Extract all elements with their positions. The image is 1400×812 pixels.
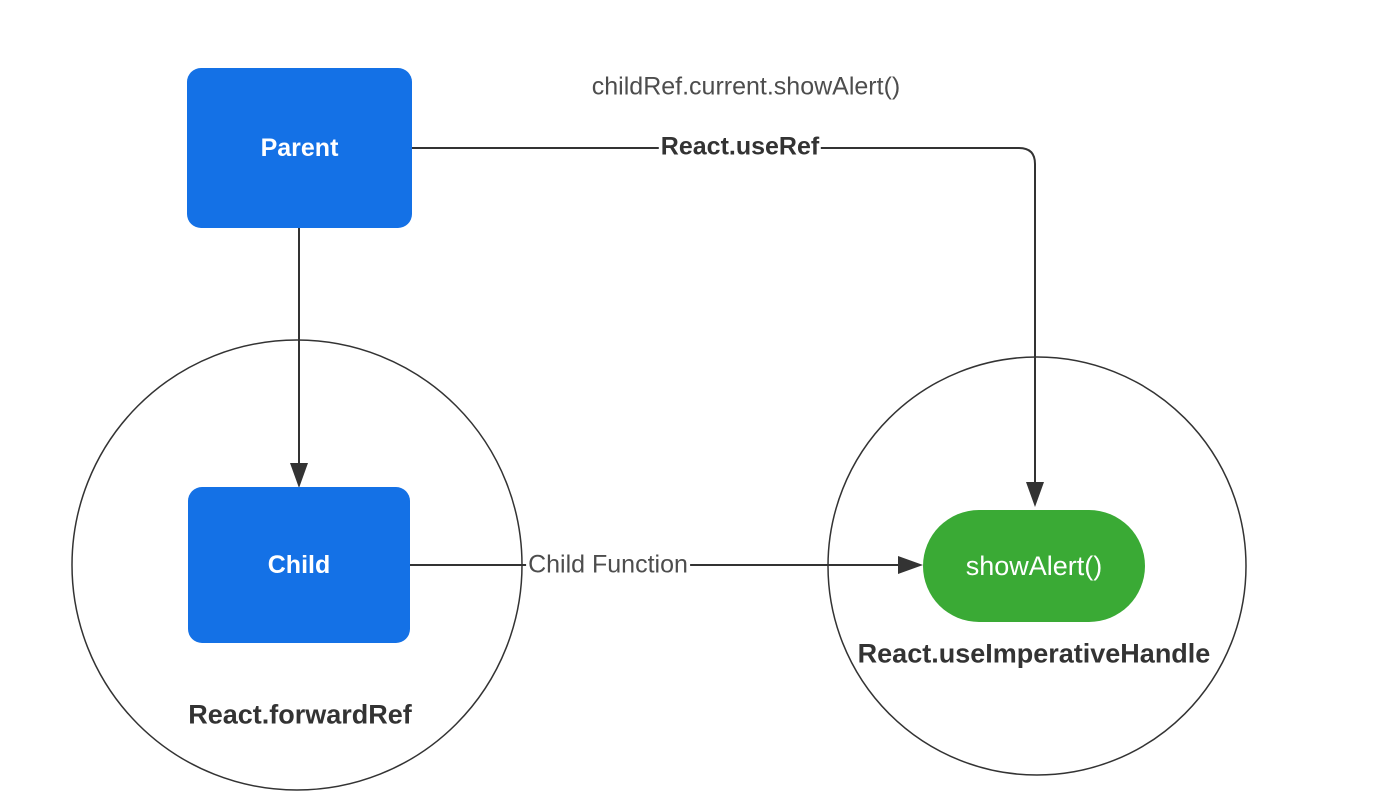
use-ref-edge-label: React.useRef <box>658 132 822 162</box>
show-alert-node-label: showAlert() <box>965 550 1103 581</box>
child-node-label: Child <box>267 550 331 579</box>
imperative-handle-group-label: React.useImperativeHandle <box>857 638 1211 669</box>
arrow-right-icon <box>898 556 923 574</box>
arrow-down-icon <box>290 463 308 488</box>
forward-ref-group-label: React.forwardRef <box>188 699 412 730</box>
edge-parent-to-child <box>290 228 308 488</box>
child-node: Child <box>188 487 410 643</box>
arrow-down-icon <box>1026 482 1044 507</box>
use-ref-annotation: childRef.current.showAlert() <box>591 72 901 101</box>
edge-use-ref-line <box>412 147 1036 483</box>
edge-use-ref <box>412 147 1044 507</box>
parent-node-label: Parent <box>260 133 339 162</box>
parent-node: Parent <box>187 68 412 228</box>
child-function-edge-label: Child Function <box>526 550 690 580</box>
show-alert-node: showAlert() <box>923 510 1145 622</box>
